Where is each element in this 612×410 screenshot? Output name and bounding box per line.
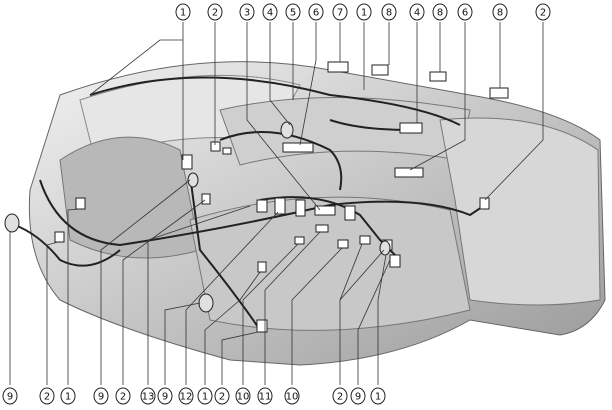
callout-top-6: 6: [308, 3, 324, 21]
callout-top-4: 4: [262, 3, 278, 21]
callout-top-12: 6: [457, 3, 473, 21]
callout-bottom-7: 9: [157, 387, 173, 405]
callout-bottom-4: 9: [93, 387, 109, 405]
callout-bottom-10: 2: [214, 387, 230, 405]
callout-top-8: 1: [356, 3, 372, 21]
floor: [189, 196, 471, 331]
callout-top-13: 8: [492, 3, 508, 21]
grommets: [4, 121, 391, 313]
callout-top-9: 8: [381, 3, 397, 21]
callout-top-11: 8: [432, 3, 448, 21]
callout-top-2: 2: [207, 3, 223, 21]
callout-bottom-14: 2: [332, 387, 348, 405]
callout-bottom-9: 1: [197, 387, 213, 405]
callout-bottom-6: 13: [140, 387, 156, 405]
callout-bottom-13: 10: [284, 387, 300, 405]
callout-bottom-8: 12: [178, 387, 194, 405]
callout-top-5: 5: [285, 3, 301, 21]
callout-bottom-2: 2: [39, 387, 55, 405]
front-door: [439, 117, 601, 306]
callout-top-3: 3: [239, 3, 255, 21]
connectors: [54, 61, 509, 333]
callout-bottom-12: 11: [257, 387, 273, 405]
callout-bottom-1: 9: [2, 387, 18, 405]
callout-bottom-16: 1: [370, 387, 386, 405]
callout-top-14: 2: [535, 3, 551, 21]
callout-bottom-5: 2: [115, 387, 131, 405]
callout-top-10: 4: [409, 3, 425, 21]
callout-bottom-15: 9: [350, 387, 366, 405]
callout-top-1: 1: [175, 3, 191, 21]
callout-bottom-3: 1: [60, 387, 76, 405]
leader-lines: [9, 22, 544, 385]
callout-top-7: 7: [332, 3, 348, 21]
callout-bottom-11: 10: [235, 387, 251, 405]
